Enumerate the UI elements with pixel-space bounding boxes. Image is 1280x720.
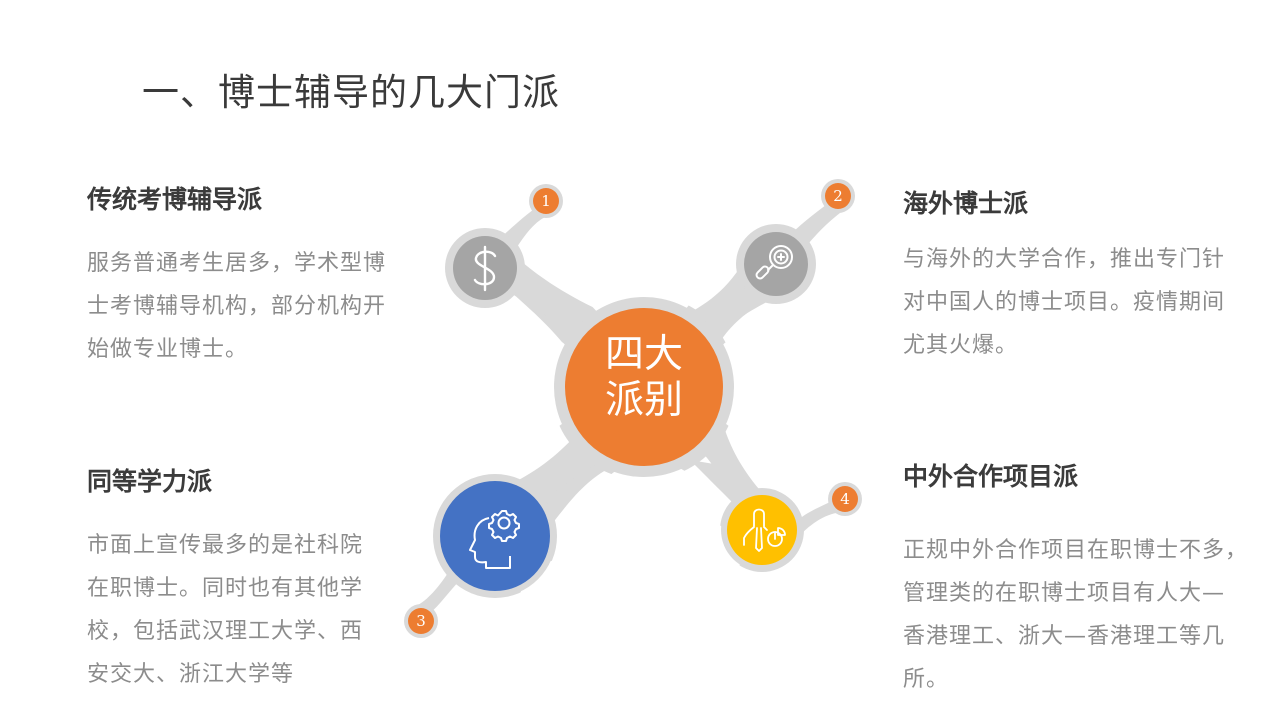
faction-description: 市面上宣传最多的是社科院 在职博士。同时也有其他学 校，包括武汉理工大学、西 安… (87, 524, 387, 696)
node-2-overseas (744, 232, 808, 296)
description-line: 与海外的大学合作，推出专门针 (903, 247, 1226, 272)
badge-3 (408, 608, 434, 634)
concave-cutouts (478, 205, 870, 640)
center-label: 四大 派别 (565, 332, 723, 424)
description-line: 在职博士。同时也有其他学 (87, 576, 364, 601)
faction-heading: 传统考博辅导派 (87, 185, 263, 214)
description-line: 所。 (903, 667, 950, 692)
description-line: 香港理工、浙大—香港理工等几 (903, 624, 1226, 649)
description-line: 士考博辅导机构，部分机构开 (87, 294, 387, 319)
faction-block-traditional: 传统考博辅导派 服务普通考生居多，学术型博 士考博辅导机构，部分机构开 始做专业… (87, 180, 407, 371)
faction-heading: 海外博士派 (903, 189, 1029, 218)
description-line: 始做专业博士。 (87, 337, 249, 362)
badge-number-3: 3 (416, 612, 426, 630)
description-line: 服务普通考生居多，学术型博 (87, 251, 387, 276)
badge-1 (533, 188, 559, 214)
faction-block-equivalent: 同等学力派 市面上宣传最多的是社科院 在职博士。同时也有其他学 校，包括武汉理工… (87, 462, 387, 696)
faction-heading: 同等学力派 (87, 467, 213, 496)
faction-description: 服务普通考生居多，学术型博 士考博辅导机构，部分机构开 始做专业博士。 (87, 242, 407, 371)
faction-heading: 中外合作项目派 (903, 462, 1079, 491)
dollar-icon (473, 245, 497, 292)
description-line: 对中国人的博士项目。疫情期间 (903, 290, 1226, 315)
node-4-sino-foreign (727, 495, 797, 565)
faction-block-overseas: 海外博士派 与海外的大学合作，推出专门针 对中国人的博士项目。疫情期间 尤其火爆… (903, 184, 1248, 367)
center-node (565, 308, 723, 466)
magnifier-plus-icon (755, 245, 793, 280)
description-line: 管理类的在职博士项目有人大— (903, 581, 1226, 606)
badge-number-4: 4 (840, 490, 850, 508)
person-pie-chart-icon (743, 508, 786, 552)
description-line: 正规中外合作项目在职博士不多， (903, 538, 1249, 563)
head-gear-icon (469, 510, 520, 569)
center-label-line: 派别 (604, 378, 683, 423)
description-line: 尤其火爆。 (903, 333, 1019, 358)
node-3-equivalent (440, 481, 550, 591)
badge-2 (825, 183, 851, 209)
faction-description: 正规中外合作项目在职博士不多， 管理类的在职博士项目有人大— 香港理工、浙大—香… (903, 529, 1263, 701)
faction-block-sino-foreign: 中外合作项目派 正规中外合作项目在职博士不多， 管理类的在职博士项目有人大— 香… (903, 457, 1263, 701)
description-line: 安交大、浙江大学等 (87, 662, 295, 687)
description-line: 校，包括武汉理工大学、西 (87, 619, 364, 644)
badge-number-1: 1 (541, 192, 551, 210)
faction-description: 与海外的大学合作，推出专门针 对中国人的博士项目。疫情期间 尤其火爆。 (903, 238, 1248, 367)
badge-4 (832, 486, 858, 512)
center-label-line: 四大 (604, 332, 683, 377)
description-line: 市面上宣传最多的是社科院 (87, 533, 364, 558)
badge-number-2: 2 (833, 187, 843, 205)
node-1-traditional (453, 236, 517, 300)
page-title: 一、博士辅导的几大门派 (142, 71, 560, 114)
